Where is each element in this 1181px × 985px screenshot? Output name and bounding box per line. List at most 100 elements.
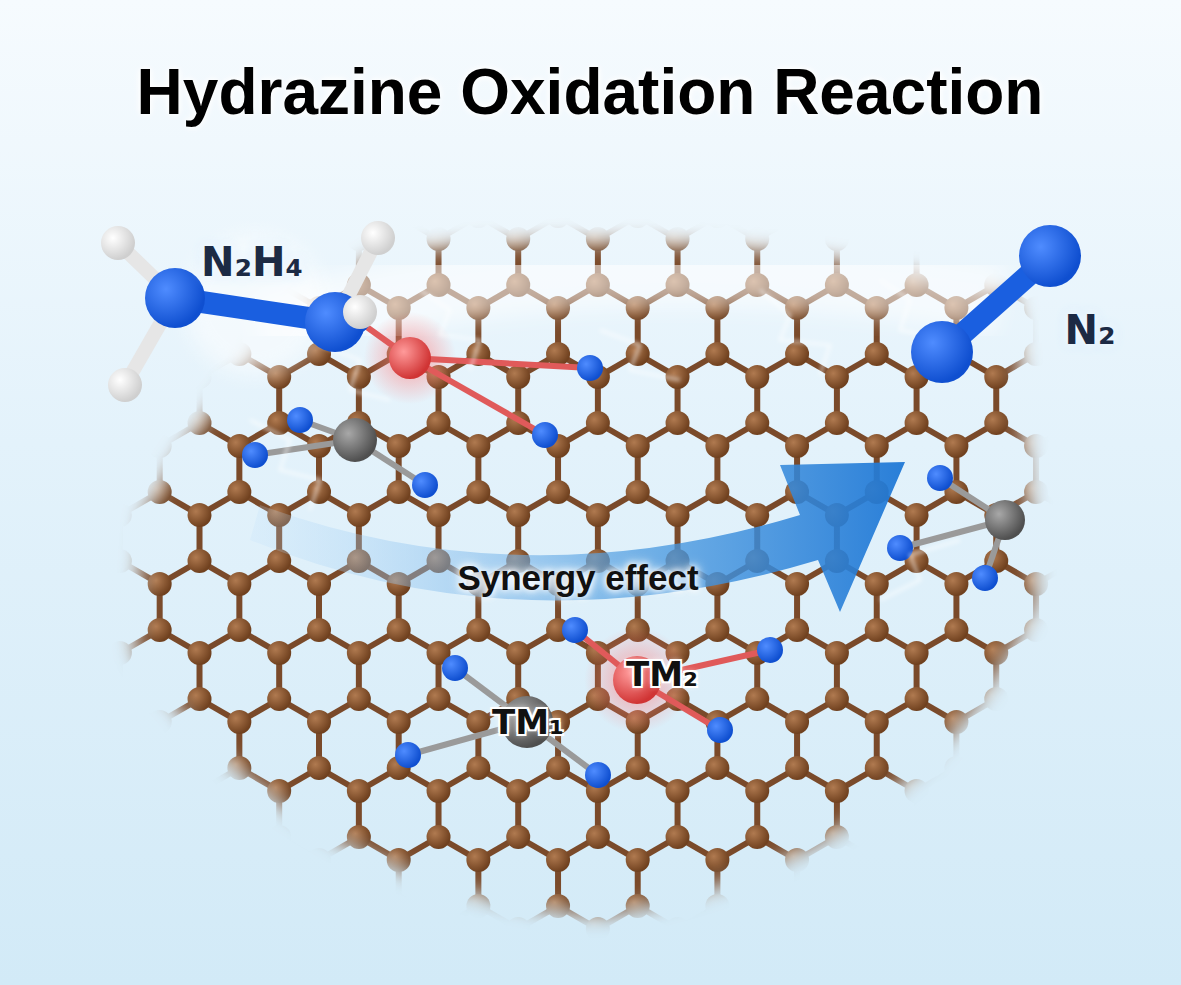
bond (1156, 147, 1181, 170)
bond (1116, 147, 1156, 170)
carbon-atom (68, 480, 92, 504)
bond (279, 147, 319, 170)
bond (917, 975, 957, 985)
bond (160, 147, 200, 170)
carbon-atom (108, 503, 132, 527)
bond (359, 975, 399, 985)
nitrogen-atom (585, 762, 611, 788)
carbon-atom (0, 480, 12, 504)
carbon-atom (1144, 227, 1168, 251)
carbon-atom (546, 342, 570, 366)
bond (598, 147, 638, 170)
carbon-atom (745, 825, 769, 849)
carbon-atom (227, 572, 251, 596)
carbon-atom (825, 917, 849, 941)
carbon-atom (267, 917, 291, 941)
bond (1076, 975, 1116, 985)
carbon-atom (387, 434, 411, 458)
carbon-atom (28, 779, 52, 803)
carbon-atom (427, 825, 451, 849)
carbon-atom (1144, 917, 1168, 941)
metal-bond (410, 358, 545, 435)
molecule-label: N₂H₄ (201, 239, 303, 285)
carbon-atom (506, 503, 530, 527)
carbon-atom (466, 848, 490, 872)
carbon-atom (705, 480, 729, 504)
carbon-atom (188, 825, 212, 849)
carbon-atom (387, 204, 411, 228)
nitrogen-atom (927, 465, 953, 491)
carbon-atom (546, 848, 570, 872)
carbon-atom (148, 848, 172, 872)
carbon-atom (347, 917, 371, 941)
carbon-atom (387, 710, 411, 734)
arrow-label: Synergy effect (457, 558, 698, 598)
carbon-atom (387, 618, 411, 642)
bond (558, 147, 598, 170)
carbon-atom (825, 365, 849, 389)
metal-bond (410, 358, 590, 368)
nitrogen-atom (287, 407, 313, 433)
carbon-atom (307, 756, 331, 780)
carbon-atom (148, 894, 172, 918)
doped-sites (242, 307, 1025, 788)
carbon-atom (865, 848, 889, 872)
carbon-atom (506, 917, 530, 941)
carbon-atom (745, 687, 769, 711)
bond (120, 147, 160, 170)
carbon-atom (347, 641, 371, 665)
carbon-atom (546, 894, 570, 918)
carbon-atom (347, 687, 371, 711)
bond (120, 975, 160, 985)
bond (1156, 975, 1181, 985)
carbon-atom (108, 825, 132, 849)
carbon-atom (267, 687, 291, 711)
nitrogen-atom (562, 617, 588, 643)
carbon-atom (1024, 894, 1048, 918)
carbon-atom (1024, 848, 1048, 872)
carbon-atom (427, 411, 451, 435)
carbon-atom (0, 342, 12, 366)
carbon-atom (586, 917, 610, 941)
carbon-atom (307, 204, 331, 228)
carbon-atom (1144, 273, 1168, 297)
energy-glow (260, 271, 1000, 330)
carbon-atom (148, 756, 172, 780)
carbon-atom (1104, 756, 1128, 780)
carbon-atom (68, 848, 92, 872)
carbon-atom (148, 572, 172, 596)
bond (678, 147, 718, 170)
carbon-atom (28, 917, 52, 941)
carbon-atom (108, 641, 132, 665)
carbon-atoms (0, 204, 1181, 941)
carbon-atom (865, 618, 889, 642)
carbon-atom (666, 411, 690, 435)
site-label: TM₂ (626, 654, 698, 694)
carbon-atom (944, 204, 968, 228)
carbon-atom (188, 411, 212, 435)
carbon-atom (0, 618, 12, 642)
carbon-atom (825, 641, 849, 665)
carbon-atom (307, 618, 331, 642)
carbon-atom (148, 204, 172, 228)
carbon-atom (188, 641, 212, 665)
carbon-atom (188, 503, 212, 527)
carbon-atom (1104, 848, 1128, 872)
carbon-atom (626, 894, 650, 918)
carbon-atom (705, 434, 729, 458)
carbon-atom (944, 894, 968, 918)
carbon-atom (1144, 641, 1168, 665)
carbon-atom (984, 641, 1008, 665)
bond (797, 975, 837, 985)
nitrogen-atom (532, 422, 558, 448)
carbon-atom (68, 204, 92, 228)
carbon-atom (944, 434, 968, 458)
carbon-atom (905, 641, 929, 665)
carbon-atom (1064, 825, 1088, 849)
carbon-atom (1064, 917, 1088, 941)
carbon-atom (825, 411, 849, 435)
carbon-atom (626, 342, 650, 366)
carbon-atom (705, 848, 729, 872)
carbon-atom (267, 825, 291, 849)
carbon-atom (1104, 572, 1128, 596)
